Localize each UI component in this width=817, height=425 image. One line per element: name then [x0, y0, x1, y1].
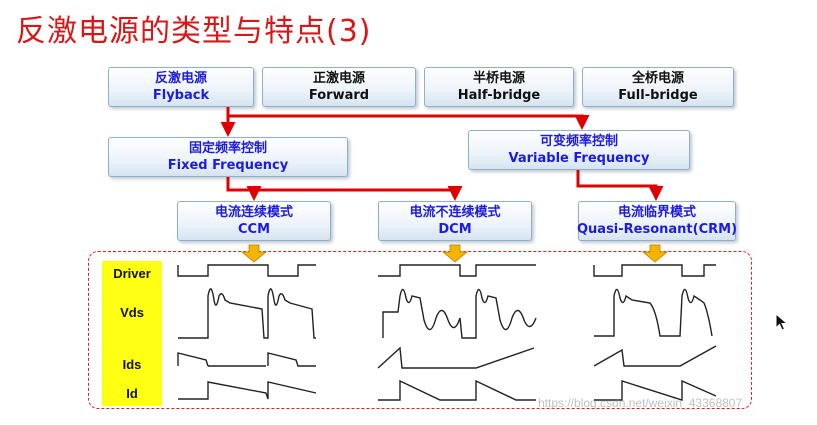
type-fullbridge-en: Full-bridge [618, 88, 698, 103]
arrow-fixed-to-ccm [226, 177, 262, 201]
ccm-vds-wave [178, 288, 316, 339]
fixed-frequency-cn: 固定频率控制 [188, 141, 267, 156]
waveform-panel [88, 251, 752, 409]
mode-ccm-en: CCM [237, 222, 271, 237]
ccm-id-wave [178, 381, 317, 400]
connector-arrows [220, 107, 664, 201]
dcm-vds-wave [382, 288, 537, 339]
arrow-flyback-to-variable [228, 114, 590, 130]
mouse-cursor-icon [775, 313, 789, 331]
watermark: https://blog.csdn.net/weixin_43368807 [538, 396, 743, 410]
mode-ccm-cn: 电流连续模式 [214, 205, 293, 220]
fixed-frequency-en: Fixed Frequency [167, 158, 289, 173]
type-halfbridge-cn: 半桥电源 [472, 71, 525, 86]
type-halfbridge-box: 半桥电源 Half-bridge [424, 67, 574, 107]
variable-frequency-en: Variable Frequency [508, 151, 650, 166]
signal-label-vds: Vds [120, 305, 144, 320]
signal-label-bar [102, 261, 162, 406]
mode-crm-cn: 电流临界模式 [617, 205, 696, 220]
signal-label-driver: Driver [113, 266, 151, 281]
mode-crm-box: 电流临界模式 Quasi-Resonant(CRM) [576, 201, 738, 241]
down-arrow-dcm [441, 244, 469, 263]
mode-dcm-cn: 电流不连续模式 [409, 205, 501, 220]
ccm-ids-wave [177, 352, 316, 367]
signal-label-id: Id [126, 386, 138, 401]
type-forward-cn: 正激电源 [312, 71, 365, 86]
type-fullbridge-cn: 全桥电源 [631, 71, 684, 86]
dcm-driver-wave [378, 264, 536, 277]
type-halfbridge-en: Half-bridge [457, 88, 541, 103]
crm-id-wave [594, 379, 717, 401]
crm-vds-wave [594, 288, 713, 337]
arrow-variable-to-crm [576, 170, 664, 201]
type-flyback-en: Flyback [152, 88, 210, 103]
mode-crm-en: Quasi-Resonant(CRM) [576, 222, 738, 237]
mode-dcm-box: 电流不连续模式 DCM [378, 201, 532, 241]
type-fullbridge-box: 全桥电源 Full-bridge [582, 67, 734, 107]
mode-ccm-box: 电流连续模式 CCM [177, 201, 331, 241]
type-forward-box: 正激电源 Forward [262, 67, 416, 107]
fixed-frequency-box: 固定频率控制 Fixed Frequency [108, 137, 348, 177]
ccm-driver-wave [177, 264, 316, 277]
dcm-ids-wave [377, 346, 535, 369]
crm-ids-wave [593, 345, 717, 367]
dcm-id-wave [378, 379, 536, 401]
signal-label-ids: Ids [122, 357, 142, 372]
arrow-fixed-to-dcm [254, 186, 463, 201]
crm-driver-wave [593, 264, 716, 277]
mode-dcm-en: DCM [438, 222, 472, 237]
variable-frequency-box: 可变频率控制 Variable Frequency [468, 130, 690, 170]
page-title: 反激电源的类型与特点(3) [16, 14, 372, 49]
type-flyback-box: 反激电源 Flyback [108, 67, 254, 107]
down-arrow-ccm [240, 244, 268, 263]
variable-frequency-cn: 可变频率控制 [539, 134, 618, 149]
type-flyback-cn: 反激电源 [154, 71, 207, 86]
type-forward-en: Forward [308, 88, 370, 103]
down-arrow-crm [641, 244, 669, 263]
